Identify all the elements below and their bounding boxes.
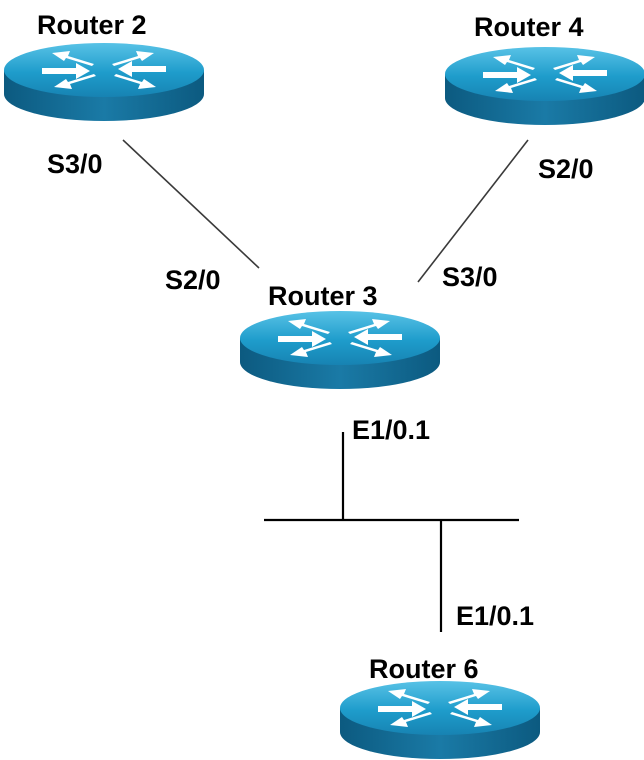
router-3 <box>240 311 440 389</box>
router-3-interface-e1-0-1: E1/0.1 <box>352 415 430 445</box>
router-4 <box>445 47 644 125</box>
router-6 <box>340 681 540 759</box>
router-2-icon <box>4 43 204 121</box>
router-3-label: Router 3 <box>268 281 378 311</box>
router-6-interface-e1-0-1: E1/0.1 <box>456 601 534 631</box>
router-4-label: Router 4 <box>474 12 584 42</box>
router-2-label: Router 2 <box>37 10 147 40</box>
link-router2-router3 <box>122 139 260 269</box>
router-6-label: Router 6 <box>369 654 479 684</box>
router-4-interface-s2-0: S2/0 <box>538 154 594 184</box>
router-3-interface-s3-0: S3/0 <box>442 262 498 292</box>
router-2-interface-s3-0: S3/0 <box>47 149 103 179</box>
link-router4-router3 <box>417 139 529 283</box>
router-6-icon <box>340 681 540 759</box>
router-3-icon <box>240 311 440 389</box>
router-2 <box>4 43 204 121</box>
router-4-icon <box>445 47 644 125</box>
router-3-interface-s2-0: S2/0 <box>165 265 221 295</box>
